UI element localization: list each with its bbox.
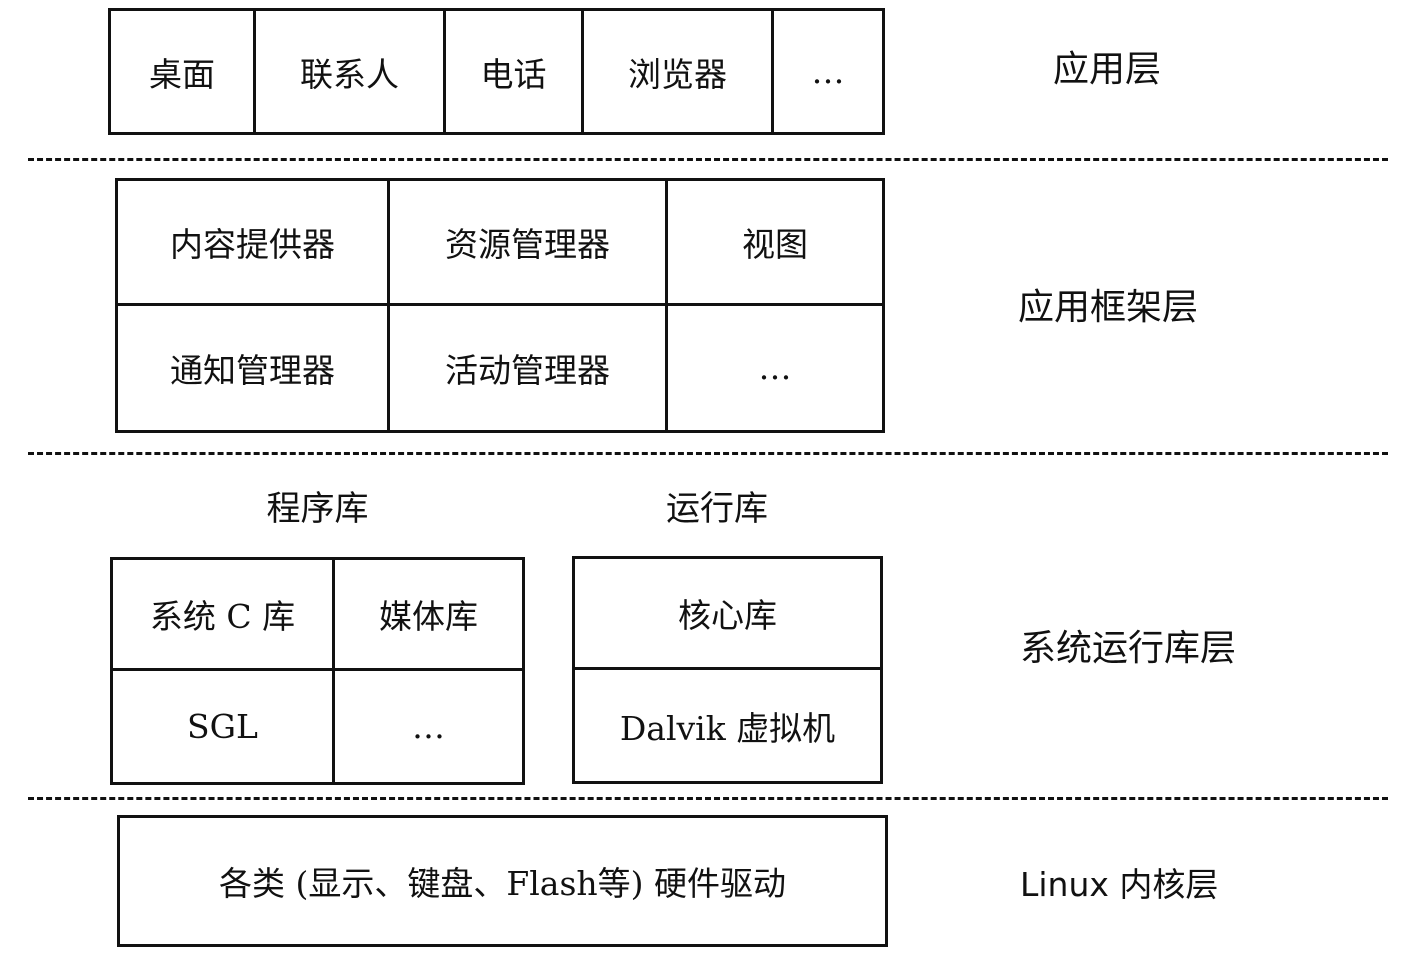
framework-layer-label: 应用框架层 (1018, 287, 1199, 328)
dalvik-vm: Dalvik 虚拟机 (619, 708, 836, 748)
layer-divider (28, 158, 1388, 161)
content-provider: 内容提供器 (118, 181, 390, 306)
app-phone: 电话 (446, 11, 584, 132)
runtime-layer-label: 系统运行库层 (1020, 628, 1237, 669)
resource-manager: 资源管理器 (390, 181, 668, 306)
libraries-heading: 程序库 (266, 488, 369, 529)
core-libraries: 核心库 (575, 559, 880, 670)
framework-layer-box: 内容提供器 资源管理器 视图 通知管理器 活动管理器 … (115, 178, 885, 433)
libraries-box: 系统 C 库 媒体库 SGL … (110, 557, 525, 785)
libraries-more: … (412, 707, 445, 746)
app-browser: 浏览器 (584, 11, 774, 132)
layer-divider (28, 452, 1388, 455)
kernel-layer-label: Linux 内核层 (1020, 865, 1219, 904)
framework-more: … (758, 348, 792, 388)
runtime-heading: 运行库 (666, 488, 768, 529)
libc-library: 系统 C 库 (113, 560, 335, 671)
app-contacts: 联系人 (256, 11, 446, 132)
notification-manager: 通知管理器 (118, 305, 390, 430)
app-more: … (811, 52, 845, 91)
hardware-drivers: 各类 (显示、键盘、Flash等) 硬件驱动 (218, 864, 787, 903)
application-layer-box: 桌面 联系人 电话 浏览器 … (108, 8, 885, 135)
media-library: 媒体库 (335, 560, 522, 671)
layer-divider (28, 797, 1388, 800)
activity-manager: 活动管理器 (390, 305, 668, 430)
sgl-library: SGL (113, 671, 335, 782)
runtime-box: 核心库 Dalvik 虚拟机 (572, 556, 883, 784)
kernel-layer-box: 各类 (显示、键盘、Flash等) 硬件驱动 (117, 815, 888, 947)
view-system: 视图 (668, 181, 882, 306)
application-layer-label: 应用层 (1053, 49, 1162, 90)
app-desktop: 桌面 (111, 11, 256, 132)
